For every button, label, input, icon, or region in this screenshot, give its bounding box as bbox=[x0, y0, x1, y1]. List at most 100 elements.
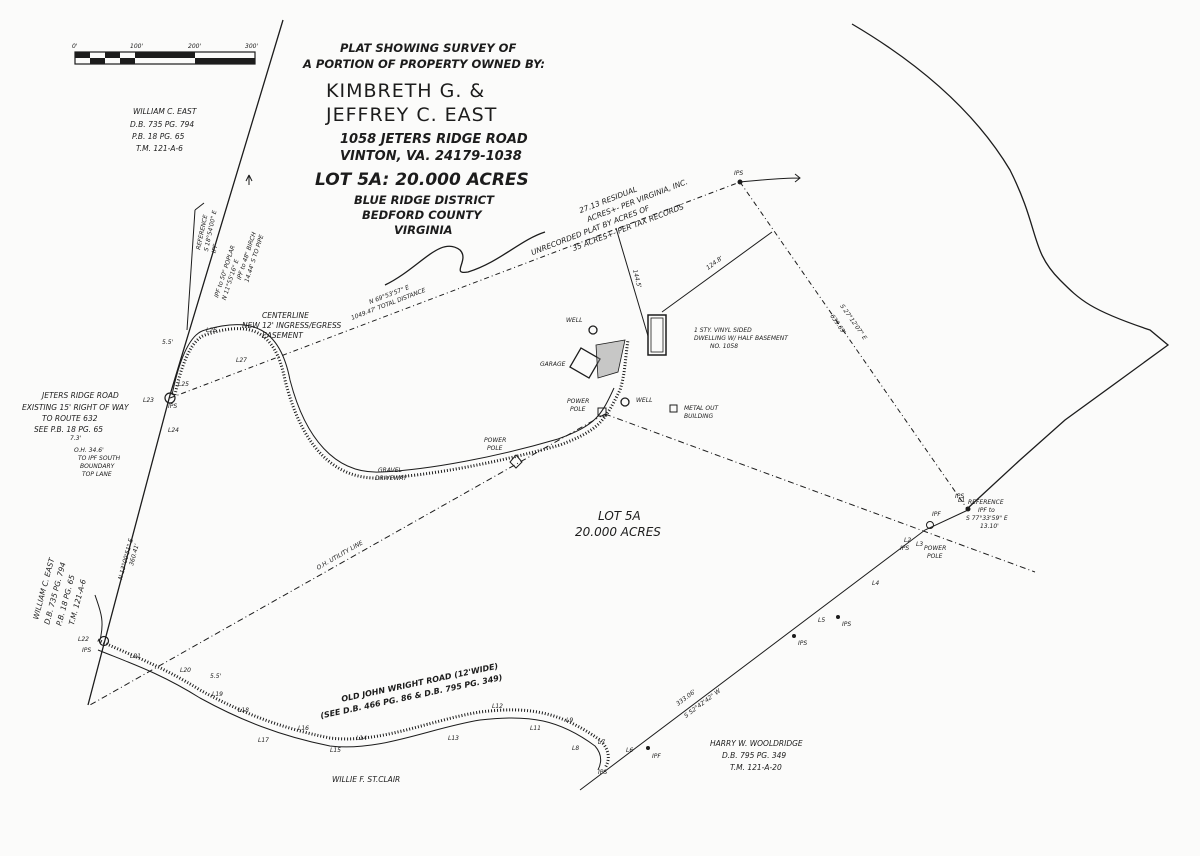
old-road-edge bbox=[97, 649, 602, 771]
se-corner-marker bbox=[965, 506, 971, 512]
easement-line-2: NEW 12' INGRESS/EGRESS bbox=[242, 321, 341, 330]
tag-l19: L19 bbox=[212, 691, 223, 698]
dwelling-line-1: 1 STY. VINYL SIDED bbox=[694, 327, 752, 334]
reference-ne-label: REFERENCE IPF to S 77°33'59" E 13.10' bbox=[966, 499, 1008, 530]
south-owner-label: HARRY W. WOOLDRIDGE D.B. 795 PG. 349 T.M… bbox=[710, 739, 803, 772]
tag-l9: L9 bbox=[566, 717, 573, 724]
easement-line-3: EASEMENT bbox=[262, 331, 304, 340]
power-pole-3-line-2: POLE bbox=[927, 553, 943, 560]
district-title: BLUE RIDGE DISTRICT bbox=[354, 193, 495, 207]
power-pole-3-line-1: POWER bbox=[924, 545, 946, 552]
east-distance: 639.69' bbox=[828, 313, 847, 336]
title-line-2: A PORTION OF PROPERTY OWNED BY: bbox=[302, 57, 545, 71]
power-pole-icon-1 bbox=[597, 407, 607, 417]
power-line-east bbox=[604, 413, 1036, 573]
metal-label: METAL OUT BUILDING bbox=[684, 405, 720, 420]
jeters-road-row: EXISTING 15' RIGHT OF WAY bbox=[22, 403, 130, 412]
tag-l8: L8 bbox=[572, 745, 579, 752]
power-pole-label-1: POWER POLE bbox=[567, 398, 589, 413]
jeters-road-ref: SEE P.B. 18 PG. 65 bbox=[34, 425, 103, 434]
reference-ne-line-1: REFERENCE bbox=[968, 499, 1004, 506]
power-pole-1-line-2: POLE bbox=[570, 406, 586, 413]
well-icon-2 bbox=[620, 397, 630, 407]
tag-ips-se: IPS bbox=[955, 493, 964, 500]
lot-title: LOT 5A: 20.000 ACRES bbox=[315, 170, 529, 190]
tag-ips-sw: IPS bbox=[82, 647, 91, 654]
easement-label: CENTERLINE NEW 12' INGRESS/EGRESS EASEME… bbox=[242, 311, 341, 340]
ne-arrow bbox=[739, 173, 801, 183]
title-line-1: PLAT SHOWING SURVEY OF bbox=[340, 41, 516, 55]
scale-bar: 0' 100' 200' 300' bbox=[72, 43, 258, 65]
tag-l25: L25 bbox=[178, 381, 189, 388]
power-pole-icon-2 bbox=[509, 454, 523, 469]
tag-ips-s: IPS bbox=[598, 769, 607, 776]
title-block: PLAT SHOWING SURVEY OF A PORTION OF PROP… bbox=[302, 41, 545, 237]
east-boundary-line bbox=[739, 181, 969, 511]
ne-freehand-boundary bbox=[851, 23, 1170, 509]
state-title: VIRGINIA bbox=[394, 223, 453, 237]
scale-tick-100: 100' bbox=[130, 43, 143, 50]
tag-ips-nw: IPS bbox=[168, 403, 177, 410]
well-icon-1 bbox=[588, 325, 598, 335]
dwelling-line-3: NO. 1058 bbox=[710, 343, 738, 350]
oh-note-line-2: TO IPF SOUTH bbox=[78, 455, 121, 462]
scale-tick-0: 0' bbox=[72, 43, 78, 50]
lot-acres: 20.000 ACRES bbox=[575, 525, 661, 539]
dwelling bbox=[647, 314, 667, 356]
residual-wave bbox=[384, 231, 546, 286]
reference-ne-line-4: 13.10' bbox=[980, 523, 999, 530]
west-boundary bbox=[87, 19, 284, 706]
nw-corner-marker bbox=[164, 392, 176, 404]
dwelling-ties bbox=[615, 227, 773, 337]
dim-73: 7.3' bbox=[70, 435, 82, 442]
north-owner-name: WILLIAM C. EAST bbox=[133, 107, 198, 116]
jeters-road-label: JETERS RIDGE ROAD EXISTING 15' RIGHT OF … bbox=[22, 391, 130, 434]
tag-l24: L24 bbox=[168, 427, 179, 434]
power-pole-label-3: POWER POLE bbox=[924, 545, 946, 560]
tag-l18: L18 bbox=[238, 707, 249, 714]
tag-l26: L26 bbox=[206, 327, 217, 334]
gravel-line-1: GRAVEL bbox=[378, 467, 402, 474]
west-owner-label: WILLIAM C. EAST D.B. 735 PG. 794 P.B. 18… bbox=[31, 556, 88, 627]
oh-note-label: O.H. 34.6' TO IPF SOUTH BOUNDARY TOP LAN… bbox=[74, 447, 121, 478]
dwelling-label: 1 STY. VINYL SIDED DWELLING W/ HALF BASE… bbox=[694, 327, 789, 350]
tag-l15: L15 bbox=[330, 747, 341, 754]
address-line-2: VINTON, VA. 24179-1038 bbox=[340, 149, 522, 164]
tag-ips-s3: IPS bbox=[842, 621, 851, 628]
metal-building-icon bbox=[669, 404, 678, 413]
north-boundary-line bbox=[169, 181, 741, 399]
tag-l14: L14 bbox=[356, 735, 367, 742]
tag-l27: L27 bbox=[236, 357, 247, 364]
power-pole-label-2: POWER POLE bbox=[484, 437, 506, 452]
easement-line-1: CENTERLINE bbox=[262, 311, 309, 320]
sw-corner-marker bbox=[98, 635, 110, 647]
south-boundary-line bbox=[579, 509, 969, 791]
north-owner-db: D.B. 735 PG. 794 bbox=[130, 120, 194, 129]
reference-nw-line-3: IPF bbox=[211, 243, 220, 254]
tag-l4: L4 bbox=[872, 580, 879, 587]
well-label-1: WELL bbox=[566, 317, 582, 324]
dwelling-line-2: DWELLING W/ HALF BASEMENT bbox=[694, 335, 789, 342]
lot-name: LOT 5A bbox=[598, 509, 641, 523]
scale-tick-300: 300' bbox=[245, 43, 258, 50]
easement-edge bbox=[171, 324, 615, 473]
south-ipf-3 bbox=[646, 746, 650, 750]
owner-line-2: JEFFREY C. EAST bbox=[325, 104, 497, 126]
scale-tick-200: 200' bbox=[188, 43, 201, 50]
power-pole-2-line-1: POWER bbox=[484, 437, 506, 444]
tag-l11: L11 bbox=[530, 725, 541, 732]
power-pole-1-line-1: POWER bbox=[567, 398, 589, 405]
jeters-road-name: JETERS RIDGE ROAD bbox=[40, 391, 119, 400]
residual-label: 27.13 RESIDUAL ACRES+- PER VIRGINIA, INC… bbox=[530, 177, 689, 257]
reference-ne-line-2: IPF to bbox=[978, 507, 995, 514]
jeters-road-route: TO ROUTE 632 bbox=[42, 414, 98, 423]
south-ipf-1 bbox=[836, 615, 840, 619]
gravel-line-2: DRIVEWAY bbox=[375, 475, 408, 482]
southwest-owner-name: WILLIE F. ST.CLAIR bbox=[332, 775, 400, 784]
metal-line-2: BUILDING bbox=[684, 413, 713, 420]
north-owner-pb: P.B. 18 PG. 65 bbox=[132, 132, 185, 141]
dim-55-north: 5.5' bbox=[162, 339, 174, 346]
gravel-label: GRAVEL DRIVEWAY bbox=[375, 467, 408, 482]
dim-55-south: 5.5' bbox=[210, 673, 222, 680]
tag-l16: L16 bbox=[298, 725, 309, 732]
